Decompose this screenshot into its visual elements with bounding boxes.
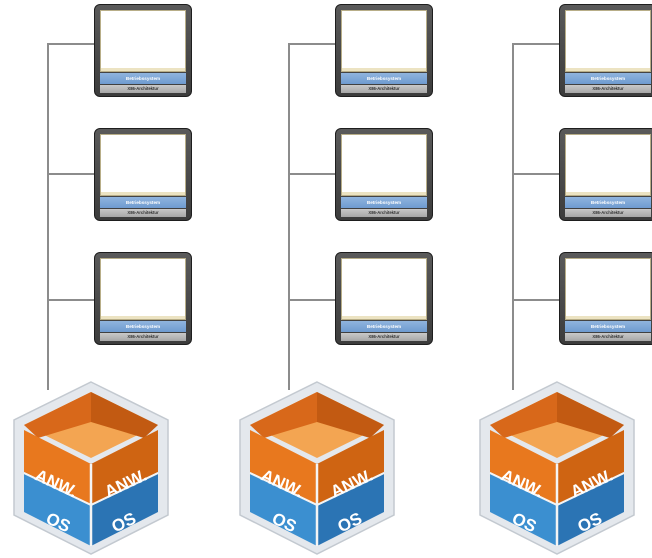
virtual-machine: Betriebssystem X86-Architektur: [94, 252, 192, 345]
connector-branch: [512, 299, 559, 301]
vm-screen: [341, 134, 427, 196]
arch-label: X86-Architektur: [100, 333, 186, 341]
os-label: Betriebssystem: [341, 321, 427, 332]
hypervisor-cube-icon: ANW. ANW. OS OS: [239, 381, 395, 555]
connector-vertical: [512, 43, 514, 390]
connector-branch: [47, 43, 94, 45]
vm-screen: [100, 10, 186, 72]
vm-screen: [565, 258, 651, 320]
virtual-machine: Betriebssystem X86-Architektur: [94, 4, 192, 97]
os-label: Betriebssystem: [565, 73, 651, 84]
virtual-machine: Betriebssystem X86-Architektur: [559, 4, 652, 97]
vm-screen: [341, 10, 427, 72]
vm-screen: [341, 258, 427, 320]
vm-screen: [565, 10, 651, 72]
virtual-machine: Betriebssystem X86-Architektur: [335, 4, 433, 97]
arch-label: X86-Architektur: [100, 209, 186, 217]
os-label: Betriebssystem: [100, 321, 186, 332]
vm-screen: [100, 258, 186, 320]
connector-branch: [288, 173, 335, 175]
hypervisor-cube-icon: ANW. ANW. OS OS: [13, 381, 169, 555]
connector-vertical: [47, 43, 49, 390]
connector-branch: [47, 173, 94, 175]
virtual-machine: Betriebssystem X86-Architektur: [94, 128, 192, 221]
os-label: Betriebssystem: [341, 197, 427, 208]
connector-branch: [288, 299, 335, 301]
arch-label: X86-Architektur: [341, 333, 427, 341]
vm-screen: [100, 134, 186, 196]
connector-branch: [512, 173, 559, 175]
os-label: Betriebssystem: [100, 197, 186, 208]
os-label: Betriebssystem: [100, 73, 186, 84]
arch-label: X86-Architektur: [565, 333, 651, 341]
vm-screen: [565, 134, 651, 196]
arch-label: X86-Architektur: [565, 85, 651, 93]
virtual-machine: Betriebssystem X86-Architektur: [335, 128, 433, 221]
virtual-machine: Betriebssystem X86-Architektur: [335, 252, 433, 345]
arch-label: X86-Architektur: [565, 209, 651, 217]
arch-label: X86-Architektur: [341, 85, 427, 93]
connector-vertical: [288, 43, 290, 390]
arch-label: X86-Architektur: [341, 209, 427, 217]
virtual-machine: Betriebssystem X86-Architektur: [559, 252, 652, 345]
connector-branch: [288, 43, 335, 45]
virtual-machine: Betriebssystem X86-Architektur: [559, 128, 652, 221]
hypervisor-cube-icon: ANW. ANW. OS OS: [479, 381, 635, 555]
connector-branch: [512, 43, 559, 45]
os-label: Betriebssystem: [565, 321, 651, 332]
arch-label: X86-Architektur: [100, 85, 186, 93]
connector-branch: [47, 299, 94, 301]
os-label: Betriebssystem: [565, 197, 651, 208]
os-label: Betriebssystem: [341, 73, 427, 84]
